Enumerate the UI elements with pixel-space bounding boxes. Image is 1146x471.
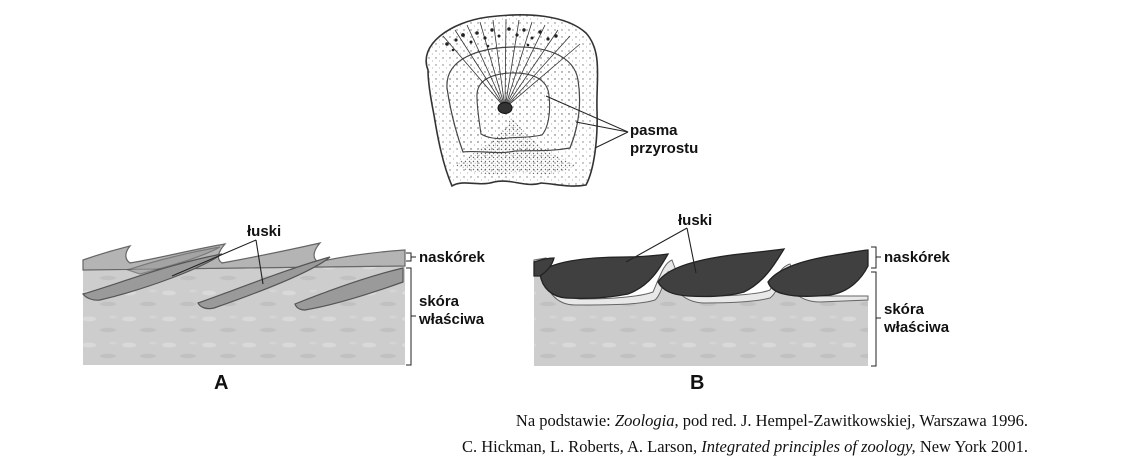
panel-a-dermis-bracket <box>406 267 416 366</box>
growth-bands-label-line2: przyrostu <box>630 140 698 157</box>
panel-b-scales <box>533 248 869 300</box>
panel-a-scale-2 <box>197 256 331 310</box>
panel-b-letter: B <box>690 372 704 394</box>
growth-bands-label-line1: pasma <box>630 122 678 139</box>
panel-b-scales-label: łuski <box>678 212 712 229</box>
panel-a: łuski naskórek skóra właściwa A <box>81 223 486 394</box>
source-line1-comma: , <box>911 411 916 430</box>
panel-a-epidermis-bracket <box>406 252 416 262</box>
panel-a-scales-label: łuski <box>247 223 281 240</box>
panel-a-epidermis <box>82 242 406 271</box>
source-line2-authors: C. Hickman, L. Roberts, A. Larson, <box>461 437 702 456</box>
panel-b-scale-stub <box>533 257 555 277</box>
source-citation-line-2: C. Hickman, L. Roberts, A. Larson, Integ… <box>462 437 1028 457</box>
growth-bands-pointer <box>545 95 629 149</box>
source-line1-editor: , pod red. J. Hempel-Zawitkowskiej <box>674 411 912 430</box>
panel-b-dermis-bracket <box>871 271 881 367</box>
panel-a-dermis-label-line2: właściwa <box>418 311 485 328</box>
panel-a-epidermis-label: naskórek <box>419 249 486 266</box>
panel-b-scale-1 <box>539 253 670 300</box>
panel-b: łuski naskórek skóra właściwa B <box>533 212 951 394</box>
panel-a-scale-1 <box>81 253 223 301</box>
panel-a-scale-3 <box>294 267 404 311</box>
growth-ring-inner <box>476 72 551 140</box>
panel-a-scales <box>81 246 404 311</box>
scale-radii <box>442 18 581 109</box>
source-line1-prefix: Na podstawie: <box>515 411 615 430</box>
source-line2-title: Integrated principles of zoology, <box>701 437 916 456</box>
panel-b-scale-3 <box>767 249 869 298</box>
scale-posterior-dense-zone <box>455 116 575 175</box>
source-line2-place-year: New York 2001. <box>915 437 1028 456</box>
panel-a-dermis-label-line1: skóra <box>419 293 460 310</box>
panel-b-epidermis-label: naskórek <box>884 249 951 266</box>
scale-ctenii-marks <box>445 27 558 52</box>
scale-focus <box>497 102 513 114</box>
panel-a-letter: A <box>214 372 228 394</box>
source-citation-line-1: Na podstawie: Zoologia, pod red. J. Hemp… <box>516 411 1028 431</box>
panel-b-scale-2 <box>657 248 786 298</box>
panel-a-scales-pointer <box>171 239 264 285</box>
panel-b-epidermis-bracket <box>871 246 881 269</box>
fish-scale-illustration: pasma przyrostu <box>425 14 698 188</box>
source-line1-title: Zoologia <box>614 411 675 430</box>
source-line1-place-year: Warszawa 1996. <box>915 411 1028 430</box>
panel-b-scales-pointer <box>625 227 697 274</box>
panel-a-scale-tip-left <box>126 246 221 275</box>
panel-a-dermis <box>83 262 405 365</box>
panel-b-dermis-label-line1: skóra <box>884 301 925 318</box>
panel-b-dermis-label-line2: właściwa <box>883 319 950 336</box>
